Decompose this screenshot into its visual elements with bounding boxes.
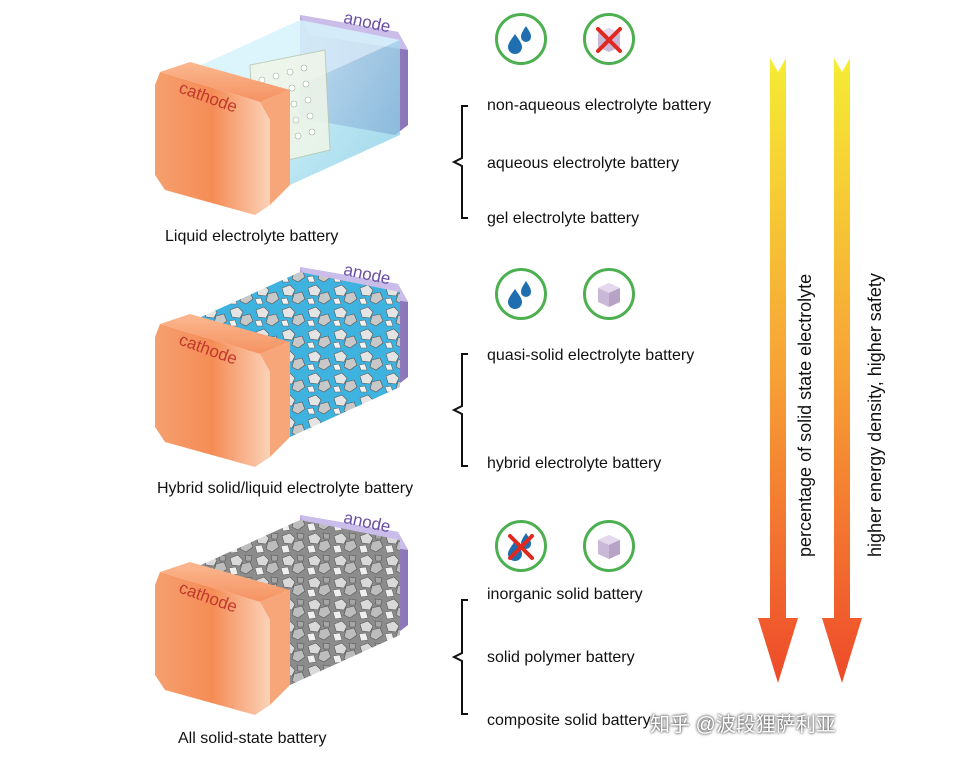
- electrolyte-type-item: aqueous electrolyte battery: [487, 155, 680, 172]
- electrolyte-type-item: composite solid battery: [487, 712, 651, 729]
- hybrid-battery-illustration: [155, 267, 408, 467]
- crossed-drops-icon: [495, 520, 547, 572]
- battery-caption: Liquid electrolyte battery: [165, 228, 339, 245]
- electrolyte-type-item: solid polymer battery: [487, 649, 635, 666]
- solid-percentage-arrow: [758, 58, 798, 683]
- battery-caption: All solid-state battery: [178, 730, 327, 747]
- electrolyte-type-item: hybrid electrolyte battery: [487, 455, 662, 472]
- liquid-battery-illustration: [155, 15, 408, 215]
- electrolyte-type-item: quasi-solid electrolyte battery: [487, 347, 695, 364]
- water-drops-icon: [495, 268, 547, 320]
- water-drops-icon: [495, 13, 547, 65]
- battery-caption: Hybrid solid/liquid electrolyte battery: [157, 480, 414, 497]
- energy-safety-arrow: [822, 58, 862, 683]
- cube-icon: [583, 268, 635, 320]
- group-brace: [451, 599, 468, 715]
- arrow-label: higher energy density, higher safety: [865, 273, 885, 557]
- solid-battery-illustration: [155, 515, 408, 715]
- watermark-text: 知乎 @波段狸萨利亚: [650, 714, 836, 736]
- arrow-label: percentage of solid state electrolyte: [795, 273, 815, 557]
- electrolyte-type-item: inorganic solid battery: [487, 586, 643, 603]
- crossed-cube-icon: [583, 13, 635, 65]
- group-brace: [451, 105, 468, 219]
- electrolyte-type-item: gel electrolyte battery: [487, 210, 640, 227]
- group-brace: [451, 353, 468, 467]
- cube-icon: [583, 520, 635, 572]
- electrolyte-type-item: non-aqueous electrolyte battery: [487, 97, 712, 114]
